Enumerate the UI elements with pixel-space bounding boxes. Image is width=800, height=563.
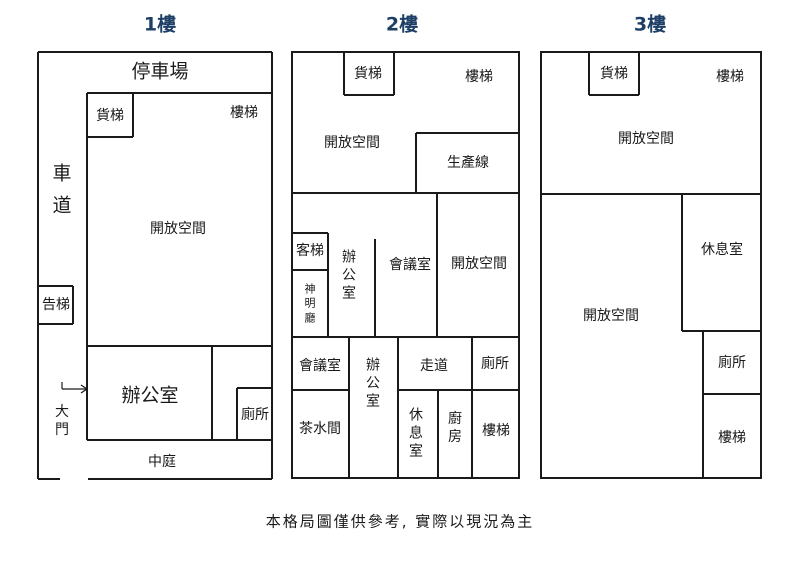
room-meeting-room: 會議室 bbox=[389, 257, 431, 273]
room-stairs: 樓梯 bbox=[230, 105, 258, 121]
room-open-space: 開放空間 bbox=[583, 308, 639, 324]
room-office: 辦公室 bbox=[121, 384, 179, 407]
room-corridor: 走道 bbox=[420, 358, 448, 374]
room-open-space: 開放空間 bbox=[618, 131, 674, 147]
room-open-space: 開放空間 bbox=[150, 221, 206, 237]
room-parking: 停車場 bbox=[131, 60, 189, 83]
room-restroom: 廁所 bbox=[718, 355, 746, 371]
room-courtyard: 中庭 bbox=[148, 454, 176, 470]
room-guest-elevator: 客梯 bbox=[296, 243, 324, 259]
floor-2-walls bbox=[291, 51, 520, 479]
room-notice-stairs: 告梯 bbox=[42, 297, 70, 313]
floor-2-title: 2樓 bbox=[385, 13, 419, 36]
room-production-line: 生產線 bbox=[447, 155, 489, 171]
main-gate-label: 大門 bbox=[55, 403, 69, 438]
room-restroom: 廁所 bbox=[481, 356, 509, 372]
room-stairs: 樓梯 bbox=[716, 69, 744, 85]
room-open-space: 開放空間 bbox=[324, 135, 380, 151]
room-stairs: 樓梯 bbox=[465, 69, 493, 85]
room-tea-room: 茶水間 bbox=[299, 421, 341, 437]
room-restroom: 廁所 bbox=[241, 407, 269, 423]
floor-1-walls bbox=[37, 51, 273, 480]
floor-1-title: 1樓 bbox=[143, 13, 177, 36]
room-office: 辦公室 bbox=[366, 357, 380, 411]
room-meeting-room: 會議室 bbox=[299, 358, 341, 374]
room-stairs: 樓梯 bbox=[718, 430, 746, 446]
room-open-space: 開放空間 bbox=[451, 256, 507, 272]
entrance-arrow-icon bbox=[61, 382, 89, 394]
room-driveway: 車道 bbox=[52, 162, 72, 217]
room-freight-elevator: 貨梯 bbox=[600, 66, 628, 82]
room-freight-elevator: 貨梯 bbox=[354, 66, 382, 82]
room-lounge: 休息室 bbox=[701, 242, 743, 258]
floor-3-title: 3樓 bbox=[633, 13, 667, 36]
room-office: 辦公室 bbox=[342, 249, 356, 303]
room-lounge: 休息室 bbox=[409, 407, 423, 461]
room-shrine-hall: 神明廳 bbox=[304, 282, 316, 325]
room-freight-elevator: 貨梯 bbox=[96, 108, 124, 124]
disclaimer-note: 本格局圖僅供參考, 實際以現況為主 bbox=[265, 512, 535, 531]
floor-3-walls bbox=[540, 51, 762, 479]
room-kitchen: 廚房 bbox=[448, 410, 462, 445]
room-stairs: 樓梯 bbox=[482, 423, 510, 439]
